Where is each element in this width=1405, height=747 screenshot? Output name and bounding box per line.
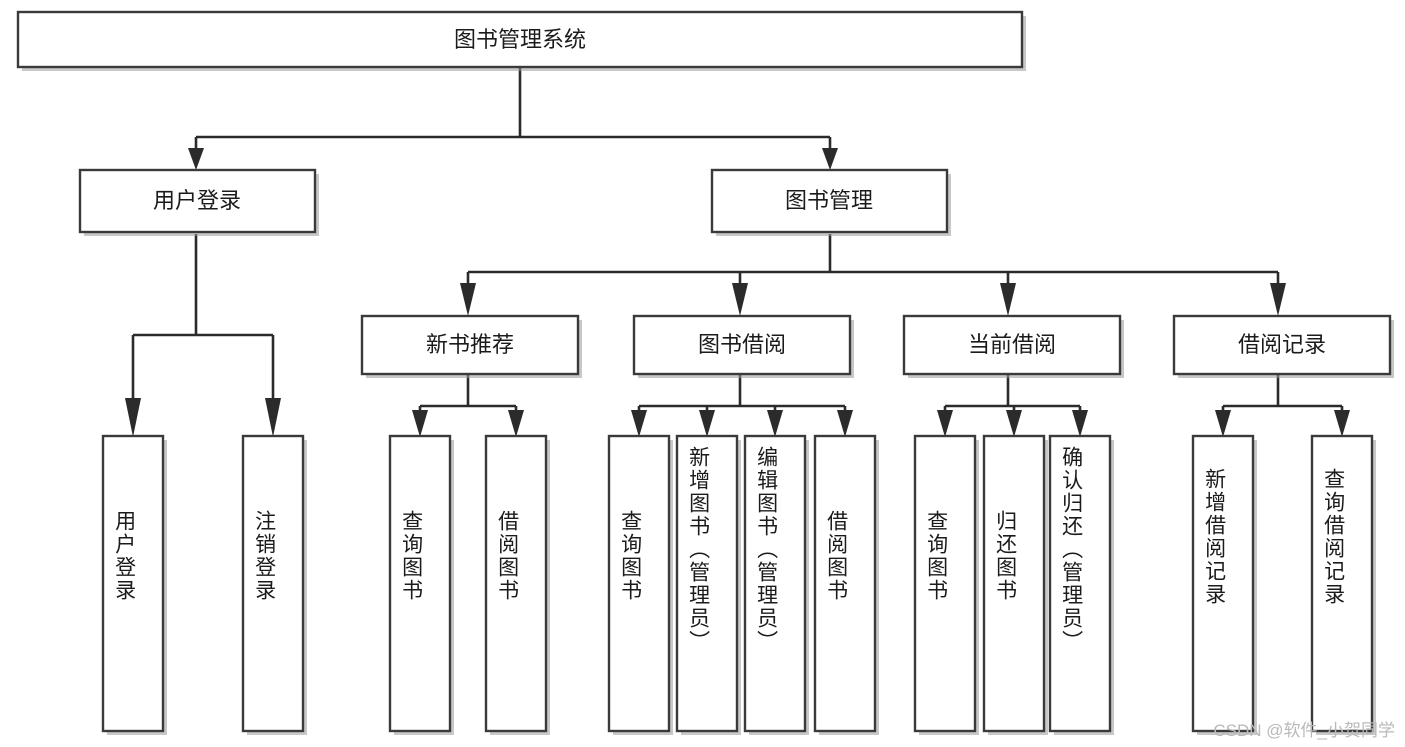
- leaf-user-login-box[interactable]: [101, 434, 165, 733]
- borrow-record-node-box[interactable]: [1172, 314, 1392, 376]
- leaf-borrow-book-rec-box[interactable]: [484, 434, 548, 733]
- node-layer: 图书管理系统 用户登录 图书管理 新书推荐 图书借阅 当前借阅 借阅记录: [16, 10, 1394, 735]
- book-borrow-node-label: 图书借阅: [698, 332, 786, 357]
- leaf-query-book-borrow-box[interactable]: [607, 434, 671, 733]
- arrow-bm-to-current-borrow: [1000, 283, 1016, 316]
- current-borrow-node-box[interactable]: [902, 314, 1122, 376]
- leaf-add-book-admin-box[interactable]: [675, 434, 739, 733]
- leaf-logout-login-box[interactable]: [241, 434, 305, 733]
- arrow-borrow-to-add-book: [699, 410, 715, 437]
- arrow-ul-to-leaf-logout: [265, 398, 281, 437]
- arrow-borrow-to-query-book: [631, 410, 647, 437]
- leaf-query-book-rec-box[interactable]: [388, 434, 452, 733]
- arrow-record-to-query-record: [1334, 410, 1350, 437]
- user-login-node-box[interactable]: [78, 168, 317, 234]
- leaf-query-book-current-box[interactable]: [913, 434, 977, 733]
- leaf-borrow-book-box[interactable]: [813, 434, 877, 733]
- user-login-node-label: 用户登录: [153, 188, 241, 213]
- current-borrow-node-label: 当前借阅: [968, 332, 1056, 357]
- watermark-csdn: CSDN @软件_小贺同学: [1213, 721, 1395, 740]
- arrow-rec-to-borrow-book: [508, 410, 524, 437]
- arrow-root-to-book-manage: [822, 148, 838, 170]
- root-node-box[interactable]: [16, 10, 1024, 69]
- arrow-borrow-to-edit-book: [767, 410, 783, 437]
- connector-layer: [125, 68, 1350, 437]
- root-node-label: 图书管理系统: [454, 27, 586, 52]
- new-book-recommend-node-label: 新书推荐: [426, 332, 514, 357]
- arrow-ul-to-leaf-user-login: [125, 398, 141, 437]
- book-manage-node-label: 图书管理: [785, 188, 873, 213]
- arrow-current-to-return-book: [1006, 410, 1022, 437]
- arrow-rec-to-query-book: [412, 410, 428, 437]
- arrow-current-to-query-book: [937, 410, 953, 437]
- arrow-bm-to-new-book-recommend: [460, 283, 476, 316]
- leaf-return-book-box[interactable]: [982, 434, 1046, 733]
- leaf-query-borrow-record-box[interactable]: [1310, 434, 1374, 733]
- arrow-bm-to-book-borrow: [732, 283, 748, 316]
- arrow-current-to-confirm-return: [1072, 410, 1088, 437]
- arrow-borrow-to-borrow-book: [837, 410, 853, 437]
- borrow-record-node-label: 借阅记录: [1238, 332, 1326, 357]
- book-borrow-node-box[interactable]: [632, 314, 852, 376]
- book-manage-node-box[interactable]: [710, 168, 949, 234]
- leaf-add-borrow-record-box[interactable]: [1191, 434, 1255, 733]
- new-book-recommend-node-box[interactable]: [360, 314, 580, 376]
- arrow-bm-to-borrow-record: [1270, 283, 1286, 316]
- arrow-record-to-add-record: [1215, 410, 1231, 437]
- leaf-edit-book-admin-box[interactable]: [743, 434, 807, 733]
- arrow-root-to-user-login: [188, 148, 204, 170]
- leaf-confirm-return-admin-box[interactable]: [1048, 434, 1112, 733]
